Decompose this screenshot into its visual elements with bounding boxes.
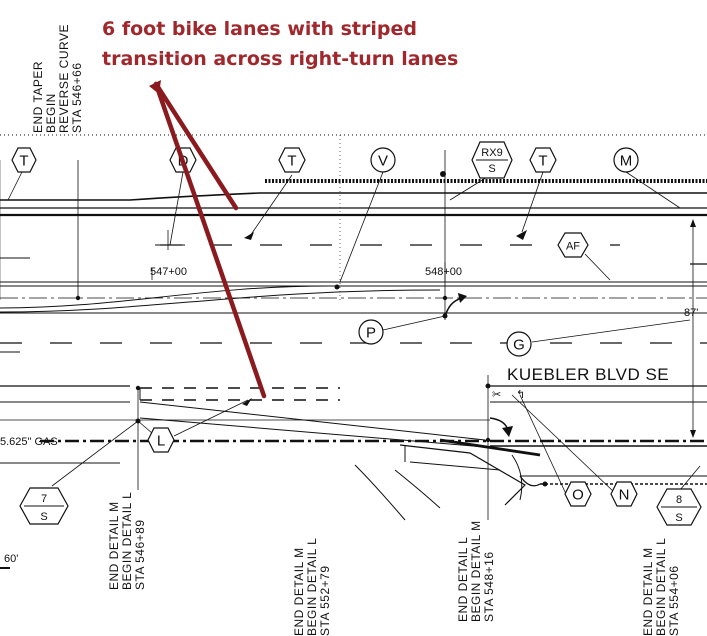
svg-text:STA 552+79: STA 552+79 <box>318 566 332 636</box>
circle-marker-g: G <box>506 331 532 357</box>
street-name: KUEBLER BLVD SE <box>507 365 669 384</box>
note-bottom-1: END DETAIL M BEGIN DETAIL L STA 546+89 <box>107 492 147 590</box>
hex-marker-af: AF <box>557 232 589 258</box>
svg-text:BEGIN DETAIL L: BEGIN DETAIL L <box>305 538 319 636</box>
svg-text:REVERSE CURVE: REVERSE CURVE <box>57 24 71 133</box>
svg-text:END TAPER: END TAPER <box>31 61 45 133</box>
circle-marker-m: M <box>613 147 639 173</box>
dim-left-width: 60' <box>4 553 18 565</box>
svg-text:AF: AF <box>566 241 580 253</box>
svg-text:8: 8 <box>676 494 682 506</box>
svg-text:↰: ↰ <box>516 389 525 401</box>
svg-text:G: G <box>513 337 525 354</box>
hex-marker-o: O <box>564 481 592 507</box>
hex-marker-t2: T <box>278 147 306 173</box>
hex-marker-t1: T <box>11 147 37 173</box>
svg-text:STA 554+06: STA 554+06 <box>667 566 681 636</box>
station-547: 547+00 <box>150 266 187 278</box>
circle-marker-p: P <box>358 319 384 345</box>
circle-marker-v: V <box>370 147 396 173</box>
hex-marker-n: N <box>610 481 638 507</box>
svg-text:T: T <box>538 153 547 170</box>
callout-text-line2: transition across right-turn lanes <box>102 48 458 70</box>
note-bottom-4: END DETAIL M BEGIN DETAIL L STA 554+06 <box>641 538 681 636</box>
svg-text:BEGIN DETAIL L: BEGIN DETAIL L <box>120 492 134 590</box>
leader-lines: ✂ ↰ <box>7 169 701 495</box>
svg-text:STA 546+66: STA 546+66 <box>70 63 84 134</box>
svg-text:S: S <box>488 163 495 175</box>
svg-text:STA 546+89: STA 546+89 <box>133 520 147 591</box>
svg-text:END DETAIL M: END DETAIL M <box>107 501 121 590</box>
svg-text:T: T <box>287 153 296 170</box>
svg-text:BEGIN DETAIL L: BEGIN DETAIL L <box>654 538 668 636</box>
svg-text:M: M <box>620 153 633 170</box>
callout-arrows <box>149 80 267 399</box>
svg-text:N: N <box>619 487 630 504</box>
svg-text:T: T <box>19 153 28 170</box>
svg-text:L: L <box>157 433 165 450</box>
svg-text:7: 7 <box>41 493 47 505</box>
svg-text:END DETAIL L: END DETAIL L <box>456 537 470 622</box>
note-bottom-2: END DETAIL M BEGIN DETAIL L STA 552+79 <box>292 538 332 636</box>
svg-text:O: O <box>572 487 584 504</box>
svg-text:RX9: RX9 <box>481 147 502 159</box>
svg-text:P: P <box>366 325 376 342</box>
svg-text:STA 548+16: STA 548+16 <box>482 552 496 623</box>
hex-marker-t3: T <box>529 147 557 173</box>
hex-marker-l: L <box>147 427 175 453</box>
hex-marker-7s: 7 S <box>19 487 69 525</box>
station-548: 548+00 <box>425 266 462 278</box>
svg-text:BEGIN: BEGIN <box>44 93 58 133</box>
hex-marker-rx9: RX9 S <box>471 141 513 179</box>
dim-right-width: 87' <box>684 307 698 319</box>
note-top-left: END TAPER BEGIN REVERSE CURVE STA 546+66 <box>31 24 84 133</box>
svg-text:END DETAIL M: END DETAIL M <box>292 547 306 636</box>
svg-text:BEGIN DETAIL M: BEGIN DETAIL M <box>469 520 483 622</box>
svg-text:✂: ✂ <box>492 389 501 401</box>
svg-text:END DETAIL M: END DETAIL M <box>641 547 655 636</box>
svg-text:S: S <box>675 512 682 524</box>
hex-marker-8s: 8 S <box>656 488 702 526</box>
gas-label: 5.625" GAS <box>0 436 58 448</box>
svg-text:S: S <box>40 511 47 523</box>
note-bottom-3: END DETAIL L BEGIN DETAIL M STA 548+16 <box>456 520 496 622</box>
svg-text:V: V <box>378 153 388 170</box>
callout-text-line1: 6 foot bike lanes with striped <box>102 18 417 40</box>
